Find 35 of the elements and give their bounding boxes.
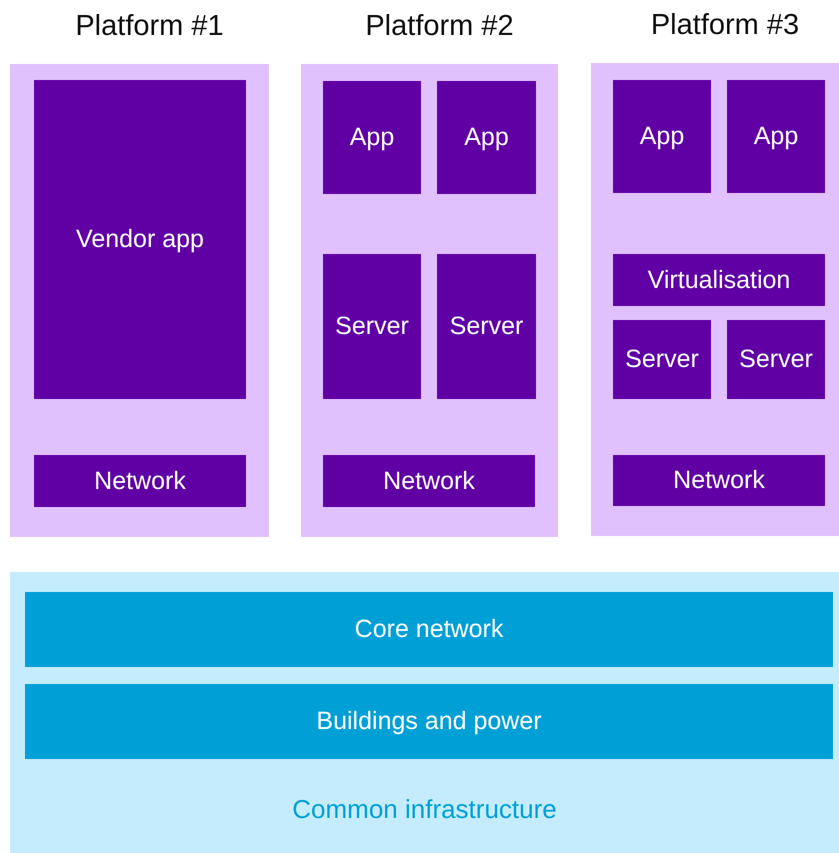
- box-label: Core network: [354, 615, 504, 644]
- box-label: Server: [739, 345, 813, 374]
- box-label: Vendor app: [76, 225, 204, 254]
- component-box: [727, 320, 825, 399]
- box-label: Virtualisation: [648, 266, 790, 294]
- box-label: App: [754, 122, 798, 151]
- component-box: [727, 80, 825, 193]
- component-box: [323, 455, 535, 507]
- box-label: Buildings and power: [316, 707, 542, 736]
- box-label: App: [464, 123, 509, 152]
- component-box: [613, 80, 711, 193]
- box-label: Network: [383, 466, 475, 496]
- box-label: Server: [625, 345, 699, 374]
- component-box: [613, 320, 711, 399]
- panel-label: Common infrastructure: [291, 794, 558, 825]
- box-label: App: [350, 123, 394, 152]
- platform-heading: Platform #2: [364, 10, 515, 43]
- box-label: Server: [450, 312, 524, 341]
- component-box: [613, 254, 825, 306]
- platform-heading: Platform #3: [650, 9, 800, 42]
- component-box: [323, 254, 421, 399]
- layer-bar: [25, 684, 833, 759]
- component-box: [323, 81, 421, 194]
- component-box: [437, 81, 536, 194]
- box-label: Server: [335, 312, 409, 341]
- component-box: [34, 455, 246, 507]
- component-box: [34, 80, 246, 399]
- component-box: [613, 455, 825, 506]
- box-label: App: [640, 122, 684, 151]
- box-label: Network: [94, 466, 186, 496]
- infrastructure-panel: [10, 572, 839, 853]
- box-label: Network: [673, 466, 765, 495]
- layer-bar: [25, 592, 833, 667]
- platform-heading: Platform #1: [74, 10, 225, 43]
- component-box: [437, 254, 536, 399]
